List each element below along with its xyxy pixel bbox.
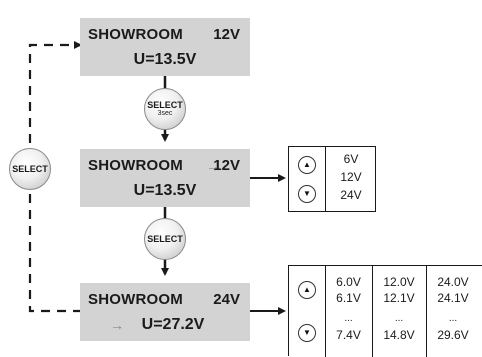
panel-divider: [372, 266, 373, 357]
up-arrow-icon[interactable]: ▲: [298, 156, 316, 174]
select-duration: 3sec: [157, 110, 173, 117]
screen-mode-label: SHOWROOM: [88, 157, 183, 174]
panel-divider: [325, 147, 326, 211]
select-label: SELECT: [147, 100, 183, 110]
select-button[interactable]: SELECT: [144, 218, 186, 260]
screen-u-value: U=13.5V: [133, 182, 197, 199]
screen-mode-label: SHOWROOM: [88, 291, 183, 308]
u-options-panel: ▲ ▼ 6.0V 6.1V ... 7.4V 12.0V 12.1V ... 1…: [288, 265, 482, 357]
u-option: 12.1V: [383, 291, 415, 305]
screen-voltage: 24V: [213, 291, 240, 308]
select-loop-button[interactable]: SELECT: [9, 148, 51, 190]
voltage-option: 24V: [340, 188, 362, 202]
screen-showroom-u-edit: SHOWROOM 24V → U=27.2V: [80, 283, 250, 341]
u-option: 24.0V: [437, 275, 469, 289]
screen-voltage: 12V: [213, 157, 240, 174]
up-arrow-icon[interactable]: ▲: [298, 281, 316, 299]
u-option: 7.4V: [336, 328, 361, 342]
dashed-loop-bottom: [28, 194, 80, 313]
screen-showroom-voltage-edit: SHOWROOM → 12V U=13.5V: [80, 149, 250, 207]
u-option: 24.1V: [437, 291, 469, 305]
u-option: 29.6V: [437, 328, 469, 342]
u-option: 14.8V: [383, 328, 415, 342]
voltage-options-panel: ▲ ▼ 6V 12V 24V: [288, 146, 376, 212]
screen-showroom-12v: SHOWROOM 12V U=13.5V: [80, 18, 250, 76]
voltage-option: 12V: [340, 170, 362, 184]
u-option: ...: [344, 313, 353, 324]
edit-arrow-icon: →: [110, 317, 124, 333]
down-arrow-icon[interactable]: ▼: [298, 324, 316, 342]
screen-u-value: U=13.5V: [133, 51, 197, 68]
u-option: ...: [448, 313, 458, 324]
select-label: SELECT: [147, 234, 183, 244]
u-option: ...: [394, 313, 404, 324]
u-option: 6.1V: [336, 291, 361, 305]
down-arrow-icon[interactable]: ▼: [298, 185, 316, 203]
u-option: 6.0V: [336, 275, 361, 289]
select-3sec-button[interactable]: SELECT 3sec: [144, 88, 186, 130]
voltage-option: 6V: [343, 152, 359, 166]
screen-mode-label: SHOWROOM: [88, 26, 183, 43]
u-option: 12.0V: [383, 275, 415, 289]
select-label: SELECT: [12, 164, 48, 174]
screen-u-value: U=27.2V: [141, 316, 205, 333]
screen-voltage: 12V: [213, 26, 240, 43]
dashed-loop-top: [28, 41, 82, 143]
edit-arrow-icon: →: [206, 158, 220, 174]
panel-divider: [426, 266, 427, 357]
panel-divider: [325, 266, 326, 357]
